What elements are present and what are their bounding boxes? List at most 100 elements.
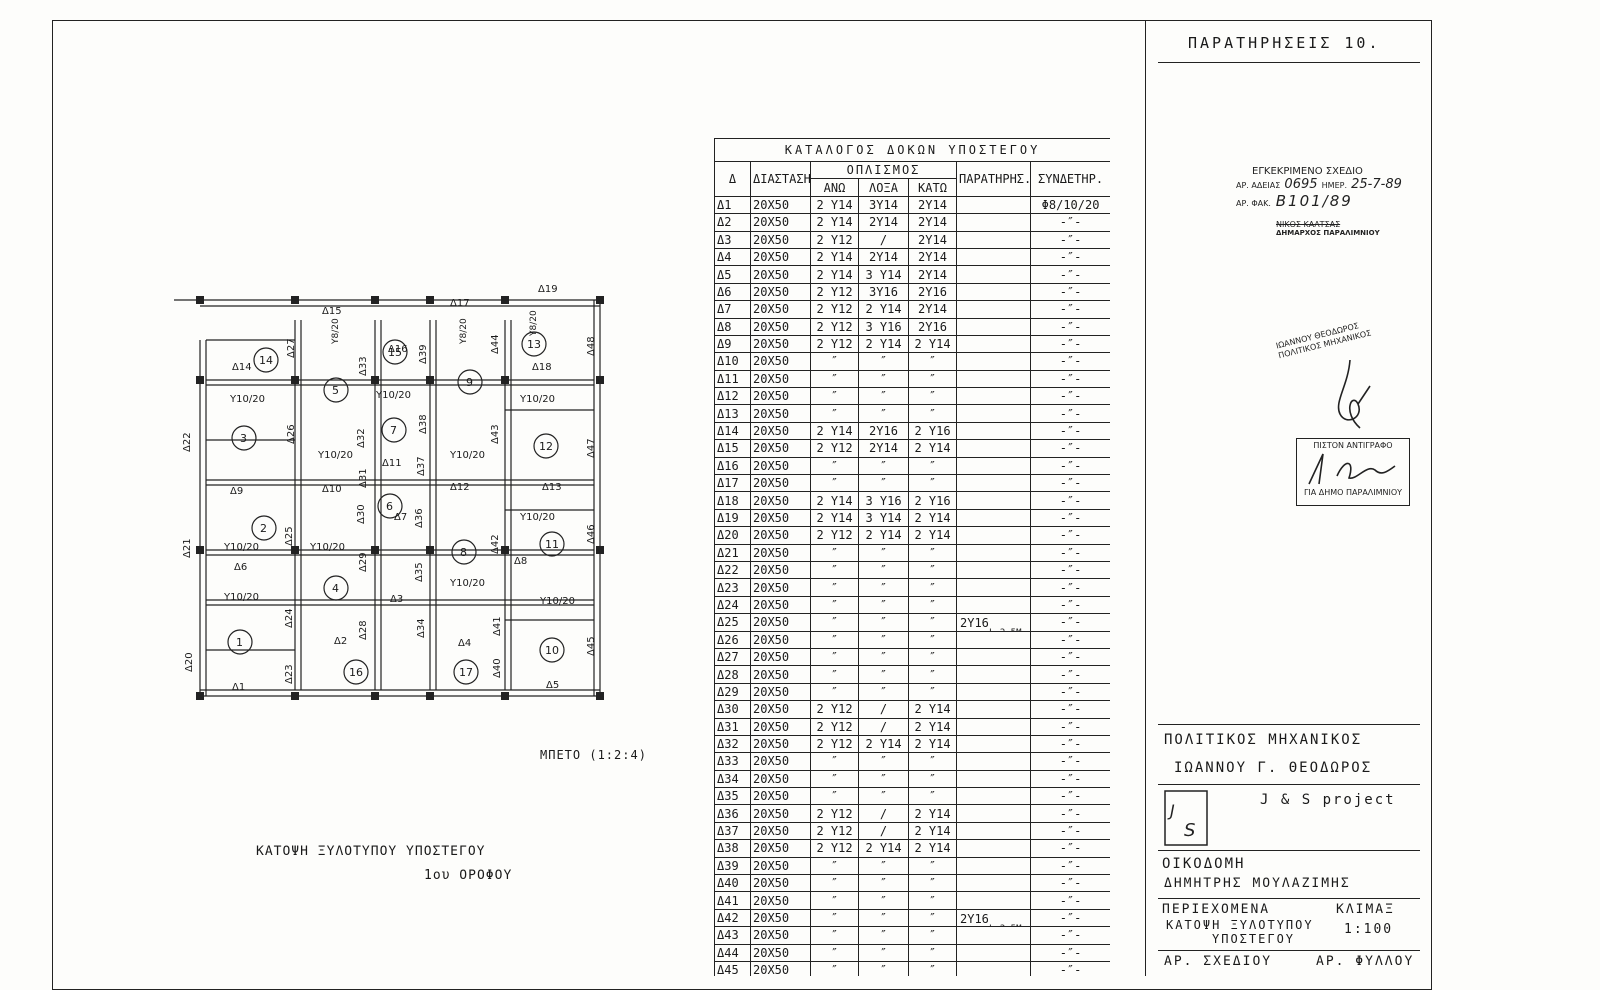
title-block-divider-4 [1158,950,1420,951]
beam-bent-bars: ″ [858,595,909,615]
beam-bottom-bars: ″ [908,560,957,580]
beam-remarks [956,943,1031,962]
beam-id: Δ17 [714,474,751,493]
beam-bottom-bars: 2Υ16 [908,317,957,336]
beam-bent-bars: 3Υ14 [858,195,909,215]
beam-top-bars: 2 Υ12 [810,717,859,736]
beam-top-bars: ″ [810,543,859,562]
beam-bottom-bars: 2 Υ14 [908,839,957,858]
beam-bent-bars: ″ [858,960,909,976]
beam-remarks [956,874,1031,893]
beam-bent-bars: ″ [858,543,909,562]
beam-dimension: 20Χ50 [750,265,811,284]
beam-bent-bars: ″ [858,682,909,702]
beam-bent-bars: 2 Υ14 [858,300,909,319]
beam-dimension: 20Χ50 [750,282,811,302]
beam-dimension: 20Χ50 [750,352,811,371]
beam-label: Δ41 [492,616,503,636]
slab-marker [533,433,559,459]
beam-bent-bars: 2 Υ14 [858,734,909,754]
beam-stirrups: -″- [1029,508,1110,528]
true-copy-stamp: ΠΙΣΤΟΝ ΑΝΤΙΓΡΑΦΟ ΓΙΑ ΔΗΜΟ ΠΑΡΑΛΙΜΝΙΟΥ [1296,438,1410,506]
beam-schedule: ΚΑΤΑΛΟΓΟΣ ΔΟΚΩΝ ΥΠΟΣΤΕΓΟΥ Δ ΔΙΑΣΤΑΣΗ ΟΠΛ… [714,138,1110,976]
beam-bent-bars: ″ [858,874,909,893]
slab-marker [323,575,349,601]
beam-remarks [956,630,1031,649]
beam-label: Δ4 [458,638,471,649]
beam-id: Δ28 [714,665,751,684]
slab-marker [323,377,349,403]
beam-label: Δ42 [490,534,501,554]
beam-stirrups: -″- [1029,891,1110,910]
column [501,546,509,554]
beam-id: Δ12 [714,387,751,406]
beam-id: Δ2 [714,213,751,232]
slab-marker [251,515,277,541]
beam-dimension: 20Χ50 [750,787,811,806]
column [371,692,379,700]
slab-marker [227,629,253,655]
beam-top-bars: 2 Υ12 [810,839,859,858]
beam-dimension: 20Χ50 [750,230,811,249]
beam-top-bars: ″ [810,647,859,667]
beam-dimension: 20Χ50 [750,943,811,962]
title-block-divider-2 [1158,850,1420,851]
beam-top-bars: 2 Υ14 [810,265,859,284]
beam-dimension: 20Χ50 [750,960,811,976]
beam-top-bars: 2 Υ12 [810,300,859,319]
beam-label: Δ46 [586,524,597,544]
beam-bottom-bars: ″ [908,787,957,806]
column [291,692,299,700]
beam-top-bars: ″ [810,578,859,597]
rebar-label: Υ8/20 [529,310,539,337]
beam-bent-bars: 2 Υ14 [858,334,909,354]
beam-id: Δ37 [714,821,751,841]
beam-bent-bars: ″ [858,404,909,423]
mayor-name: ΝΙΚΟΣ ΚΑΛΤΣΑΣ [1276,220,1341,229]
slab-marker [453,659,479,685]
column [426,376,434,384]
beam-stirrups: -″- [1029,421,1110,441]
beam-stirrups: -″- [1029,700,1110,719]
beam-label: Δ37 [416,456,427,476]
beam-id: Δ9 [714,334,751,354]
beam-bottom-bars: 2 Υ14 [908,439,957,458]
rebar-label: Υ10/20 [539,596,575,607]
beam-bent-bars: / [858,700,909,719]
beam-stirrups: -″- [1029,960,1110,976]
beam-bent-bars: 2Υ14 [858,439,909,458]
beam-stirrups: -″- [1029,874,1110,893]
beam-stirrups: -″- [1029,352,1110,371]
beam-id: Δ44 [714,943,751,962]
beam-bottom-bars: 2 Υ14 [908,334,957,354]
beam-bottom-bars: 2 Υ16 [908,421,957,441]
beam-label: Δ35 [414,562,425,582]
beam-bent-bars: ″ [858,908,909,928]
column [501,296,509,304]
beam-top-bars: ″ [810,908,859,928]
beam-bent-bars: ″ [858,647,909,667]
beam-stirrups: -″- [1029,543,1110,562]
column [196,546,204,554]
slab-number: 17 [459,666,473,679]
beam-id: Δ43 [714,926,751,945]
beam-remarks [956,700,1031,719]
beam-dimension: 20Χ50 [750,560,811,580]
rebar-label: Υ10/20 [229,394,265,405]
slab-number: 13 [527,338,541,351]
beam-dimension: 20Χ50 [750,821,811,841]
rebar-label: Υ10/20 [309,542,345,553]
beam-label: Δ43 [490,424,501,444]
